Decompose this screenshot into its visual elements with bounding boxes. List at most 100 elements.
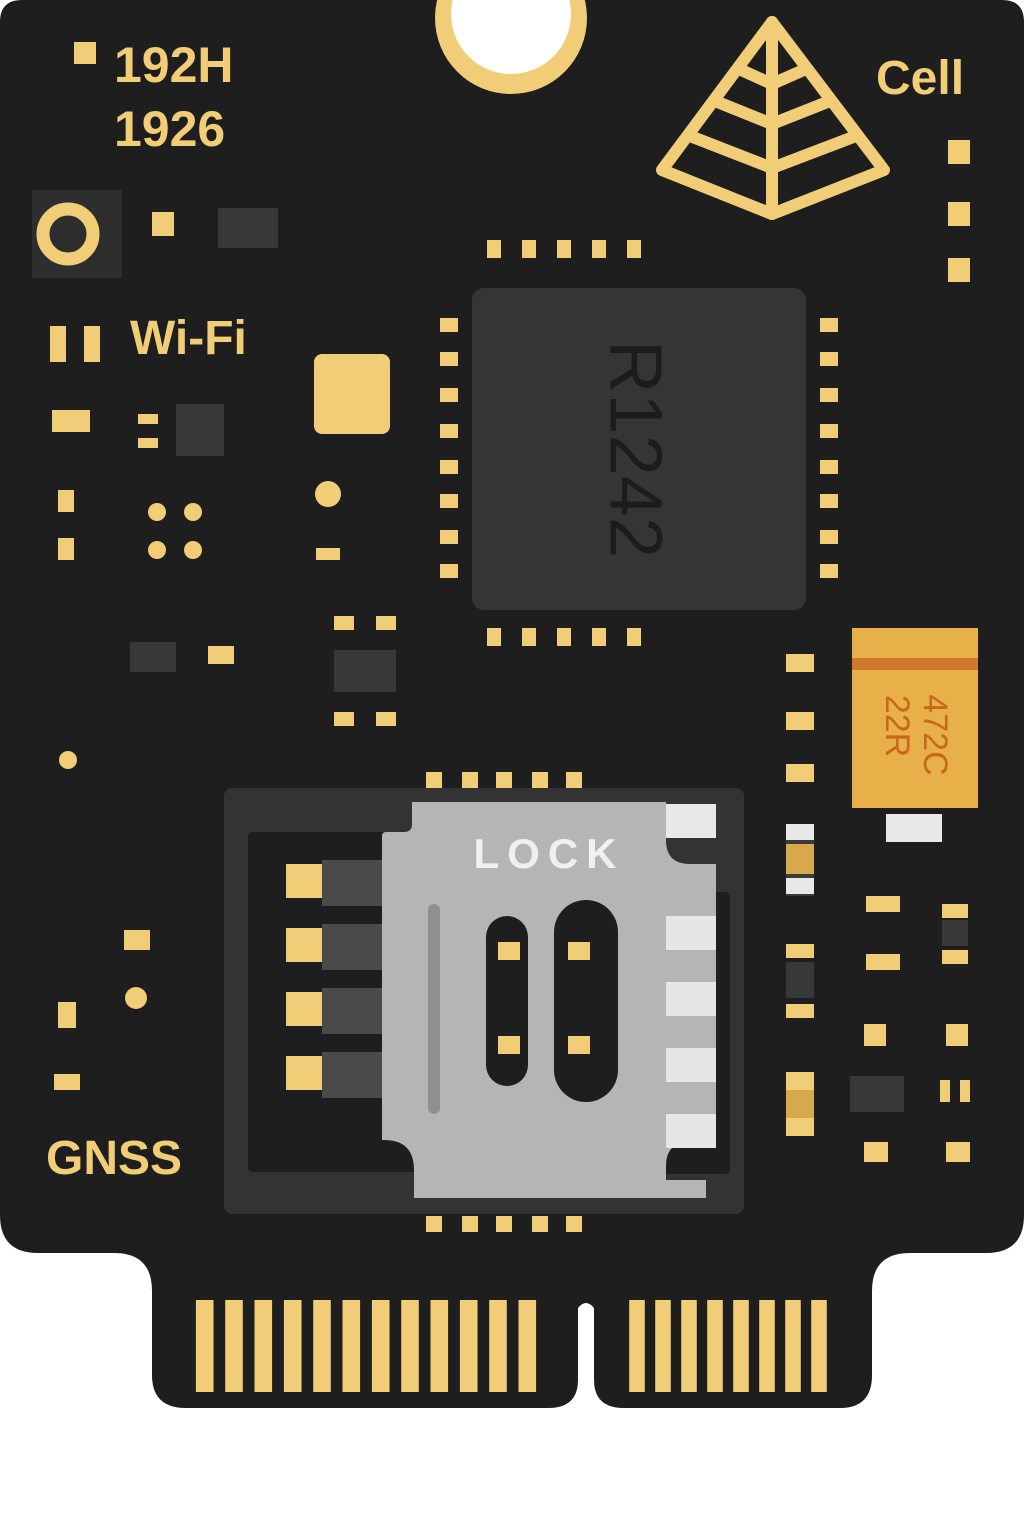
edge-connector-left-pins [195,1300,537,1392]
edge-pin-left-1 [195,1300,214,1392]
edge-pin-left-2 [225,1300,243,1392]
pad-f3 [54,1074,80,1090]
pad-e1 [864,1142,888,1162]
pad-small [152,212,174,236]
pad-wide [52,410,90,432]
grey-pad-6 [942,920,968,946]
pad-r1 [786,944,814,958]
edge-pin-right-8 [811,1300,827,1392]
grey-pad-4 [334,650,396,692]
white-pad [886,814,942,842]
right-pad-2 [948,202,970,226]
large-square-pad [314,354,390,434]
resistor-1-end-a [786,824,814,840]
grey-pad-2 [176,404,224,456]
sim-bottom-pins [426,1216,582,1232]
grey-pad-3 [130,642,176,672]
sim-slot-pin-2 [498,1036,520,1054]
edge-pin-right-4 [707,1300,723,1392]
sim-slot-left [486,916,528,1086]
pad-v2 [58,538,74,560]
pad-small-2 [316,548,340,560]
pad-stack-1 [138,414,158,424]
top-code-line1: 192H [114,37,234,93]
capacitor-code-line2: 22R [878,695,916,757]
edge-pin-left-6 [342,1300,361,1392]
test-point-icon [315,481,341,507]
grey-pad [218,208,278,248]
pad-d1 [940,1080,950,1102]
edge-pin-right-1 [629,1300,645,1392]
edge-pin-right-7 [785,1300,801,1392]
edge-pin-left-12 [518,1300,537,1392]
pad-v1 [58,490,74,512]
resistor-1-end-b [786,878,814,894]
sim-slot-right [554,900,618,1102]
cell-label: Cell [876,52,964,105]
edge-connector-right-pins [629,1300,827,1392]
chip-top-pins [487,240,641,258]
wifi-label: Wi-Fi [130,312,247,365]
chip-code: R1242 [595,340,678,558]
sim-top-white-pad [666,804,716,838]
sim-slot-pin-1 [498,942,520,960]
pad-f1 [124,930,150,950]
edge-pin-left-7 [371,1300,390,1392]
top-mounting-notch-hole [451,0,571,74]
edge-pin-right-2 [655,1300,671,1392]
edge-pin-left-4 [283,1300,302,1392]
dot-cluster-4 [184,541,202,559]
pad-b2 [942,950,968,964]
grey-pad-5 [786,962,814,998]
resistor-2-mark [786,1090,814,1118]
sim-lock-label: LOCK [474,830,625,877]
edge-pin-left-10 [459,1300,478,1392]
sim-top-pins [426,772,582,788]
pad-stack-2 [138,438,158,448]
sim-metal-cover [382,802,716,1198]
sim-right-contacts [666,916,716,1148]
mounting-hole-icon [36,202,100,266]
pad-q2 [376,616,396,630]
edge-pin-right-5 [733,1300,749,1392]
sim-slot-pin-4 [568,1036,590,1054]
resistor-1-mark [786,844,814,874]
test-point-3 [125,987,147,1009]
edge-pin-left-5 [313,1300,331,1392]
dot-cluster-1 [148,503,166,521]
pad-c2 [946,1024,968,1046]
pad-q3 [334,712,354,726]
chip-bottom-pins [487,628,641,646]
pad-b1 [942,904,968,918]
pad-d2 [960,1080,970,1102]
pad-e2 [946,1142,970,1162]
sim-cover-slot [428,904,440,1114]
sim-left-contacts [286,860,384,1098]
dot-cluster-3 [148,541,166,559]
capacitor-band [852,658,978,670]
pad-q1 [334,616,354,630]
sim-slot-pin-3 [568,942,590,960]
right-pad-1 [948,140,970,164]
capacitor-code-line1: 472C [916,694,954,775]
edge-pin-right-6 [759,1300,775,1392]
pad-r2 [786,1004,814,1018]
gnss-label: GNSS [46,1132,182,1185]
pad-f2 [58,1002,76,1028]
test-point-2 [59,751,77,769]
wifi-pad-2 [84,326,100,362]
edge-pin-left-3 [254,1300,273,1392]
pad-q4 [376,712,396,726]
marker-pad [74,42,96,64]
edge-pin-left-9 [430,1300,449,1392]
pad-small-3 [208,646,234,664]
edge-pin-left-8 [401,1300,419,1392]
dot-cluster-2 [184,503,202,521]
right-pad-3 [948,258,970,282]
top-code-line2: 1926 [114,101,225,157]
pad-c1 [864,1024,886,1046]
main-chip [472,288,806,610]
wifi-pad-1 [50,326,66,362]
edge-pin-left-11 [489,1300,507,1392]
